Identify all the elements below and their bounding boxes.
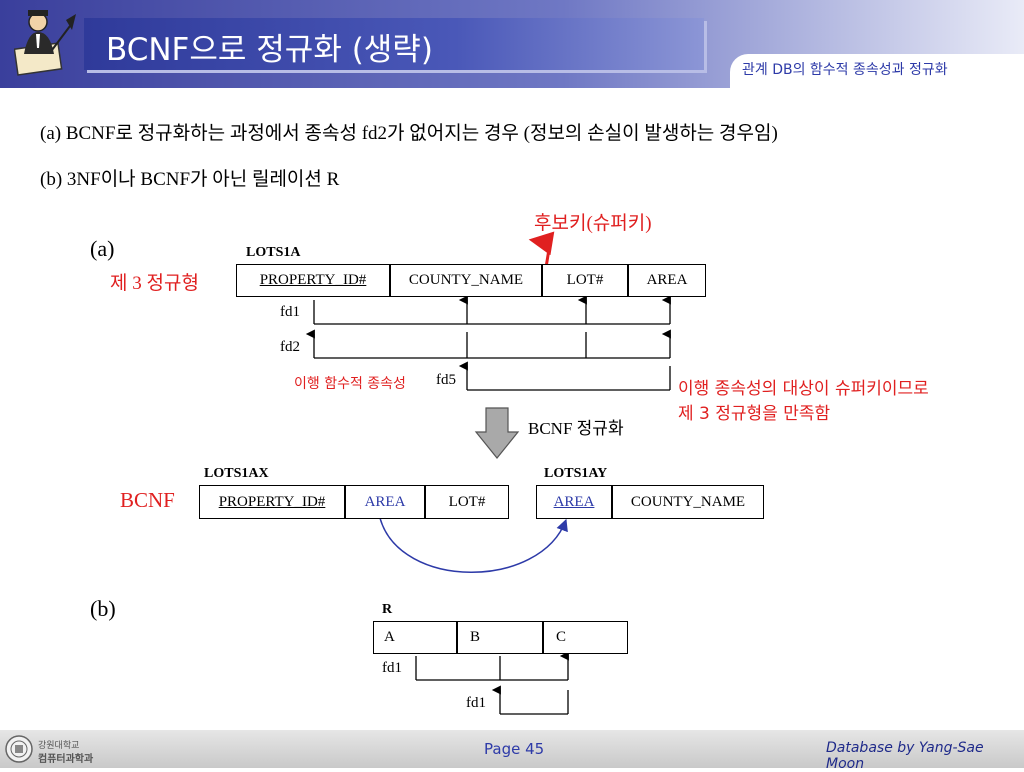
part-a-label: (a) (90, 236, 115, 261)
lots1a-col-county-name: COUNTY_NAME (390, 264, 542, 297)
lots1ay-col-county-name: COUNTY_NAME (612, 485, 764, 519)
logo-text-2: 컴퓨터과학과 (38, 754, 94, 765)
fd2-label: fd2 (280, 339, 300, 355)
lots1ax-col-area: AREA (345, 485, 425, 519)
bcnf-step-label: BCNF 정규화 (528, 419, 624, 438)
candidate-key-label: 후보키(슈퍼키) (534, 213, 652, 234)
description-line-b: (b) 3NF이나 BCNF가 아닌 릴레이션 R (40, 169, 340, 190)
r-fd1-bottom (491, 685, 569, 715)
r-col-a: A (373, 621, 457, 654)
lots1ax-col-property-id: PROPERTY_ID# (199, 485, 345, 519)
logo-text-1: 강원대학교 (38, 741, 80, 751)
lots1a-table-name: LOTS1A (246, 245, 301, 260)
lots1a-col-property-id: PROPERTY_ID# (236, 264, 390, 297)
lots1ay-col-area: AREA (536, 485, 612, 519)
writer-logo-icon (13, 6, 80, 76)
author-credit: Database by Yang-Sae Moon (826, 740, 984, 772)
university-logo (4, 734, 104, 764)
down-arrow-icon (474, 407, 520, 459)
part-b-label: (b) (90, 596, 116, 621)
transitive-dependency-label: 이행 함수적 종속성 (294, 376, 406, 392)
fd2-arrows (305, 329, 671, 359)
page-title: BCNF으로 정규화 (생략) (106, 32, 433, 68)
r-fd1-top (415, 651, 569, 681)
lots1a-col-lot: LOT# (542, 264, 628, 297)
r-fd1-top-label: fd1 (382, 660, 402, 676)
r-table-name: R (382, 602, 393, 617)
r-col-b: B (457, 621, 543, 654)
lots1ax-table-name: LOTS1AX (204, 466, 269, 481)
bcnf-label: BCNF (120, 488, 175, 512)
fd5-label: fd5 (436, 372, 456, 388)
r-fd1-bottom-label: fd1 (466, 695, 486, 711)
r-col-c: C (543, 621, 628, 654)
third-normal-form-label: 제 3 정규형 (110, 273, 199, 294)
note-line-2: 제 3 정규형을 만족함 (678, 404, 831, 424)
subtitle-tab (730, 54, 1024, 88)
lots1ay-table-name: LOTS1AY (544, 466, 608, 481)
lots1a-col-area: AREA (628, 264, 706, 297)
note-line-1: 이행 종속성의 대상이 슈퍼키이므로 (678, 379, 929, 399)
section-subtitle: 관계 DB의 함수적 종속성과 정규화 (742, 62, 948, 78)
fd1-arrows (313, 295, 671, 325)
fd5-arrows (458, 361, 671, 391)
lots1ax-col-lot: LOT# (425, 485, 509, 519)
fd1-label: fd1 (280, 304, 300, 320)
title-banner (84, 18, 704, 70)
slide-header (0, 0, 1024, 88)
page-number: Page 45 (484, 740, 545, 758)
description-line-a: (a) BCNF로 정규화하는 과정에서 종속성 fd2가 없어지는 경우 (정… (40, 123, 778, 144)
area-link-arrow (379, 517, 568, 573)
slide-footer (0, 730, 1024, 768)
